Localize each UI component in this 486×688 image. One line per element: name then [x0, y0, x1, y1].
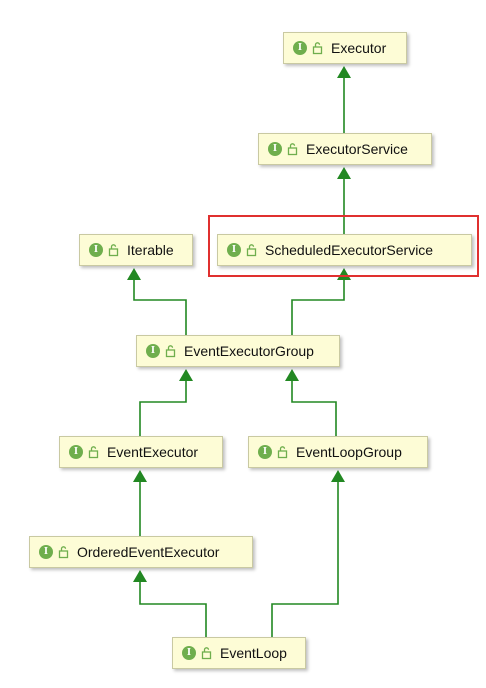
node-event-loop[interactable]: I EventLoop — [172, 637, 306, 669]
edge-eventloop-eventloopgroup-arrowhead — [331, 470, 345, 482]
edge-eventexecutor-group — [139, 379, 187, 436]
edge-eventexecutor-group-arrowhead — [179, 369, 193, 381]
edge-eventloop-ordered — [139, 580, 207, 637]
node-label: EventLoop — [220, 645, 287, 661]
node-label: Iterable — [127, 242, 174, 258]
edge-eventloop-ordered-arrowhead — [133, 570, 147, 582]
node-label: EventExecutor — [107, 444, 199, 460]
node-label: EventExecutorGroup — [184, 343, 314, 359]
node-event-executor-group[interactable]: I EventExecutorGroup — [136, 335, 340, 367]
lock-icon — [108, 244, 119, 257]
lock-icon — [201, 647, 212, 660]
lock-icon — [287, 143, 298, 156]
node-scheduled-executor-service[interactable]: I ScheduledExecutorService — [217, 234, 472, 266]
interface-icon: I — [227, 243, 241, 257]
interface-icon: I — [258, 445, 272, 459]
edge-eventexecutorgroup-scheduled — [291, 278, 345, 335]
interface-icon: I — [39, 545, 53, 559]
interface-icon: I — [182, 646, 196, 660]
edge-executorservice-executor-arrowhead — [337, 66, 351, 78]
edge-ordered-eventexecutor-arrowhead — [133, 470, 147, 482]
interface-icon: I — [89, 243, 103, 257]
node-label: EventLoopGroup — [296, 444, 402, 460]
edge-eventexecutorgroup-scheduled-arrowhead — [337, 268, 351, 280]
lock-icon — [246, 244, 257, 257]
edge-eventexecutorgroup-iterable-arrowhead — [127, 268, 141, 280]
node-label: OrderedEventExecutor — [77, 544, 220, 560]
node-label: ExecutorService — [306, 141, 408, 157]
node-executor-service[interactable]: I ExecutorService — [258, 133, 432, 165]
interface-icon: I — [268, 142, 282, 156]
node-ordered-event-executor[interactable]: I OrderedEventExecutor — [29, 536, 253, 568]
node-iterable[interactable]: I Iterable — [79, 234, 193, 266]
node-executor[interactable]: I Executor — [283, 32, 407, 64]
lock-icon — [58, 546, 69, 559]
edge-scheduled-executorservice-arrowhead — [337, 167, 351, 179]
edge-eventloopgroup-group — [291, 379, 337, 436]
edge-eventexecutorgroup-iterable — [133, 278, 187, 335]
lock-icon — [88, 446, 99, 459]
node-event-loop-group[interactable]: I EventLoopGroup — [248, 436, 428, 468]
interface-icon: I — [293, 41, 307, 55]
interface-icon: I — [69, 445, 83, 459]
node-label: ScheduledExecutorService — [265, 242, 434, 258]
lock-icon — [312, 42, 323, 55]
interface-icon: I — [146, 344, 160, 358]
lock-icon — [165, 345, 176, 358]
inheritance-edges — [127, 66, 351, 637]
node-event-executor[interactable]: I EventExecutor — [59, 436, 223, 468]
edge-eventloopgroup-group-arrowhead — [285, 369, 299, 381]
edge-eventloop-eventloopgroup — [271, 480, 339, 637]
lock-icon — [277, 446, 288, 459]
node-label: Executor — [331, 40, 387, 56]
